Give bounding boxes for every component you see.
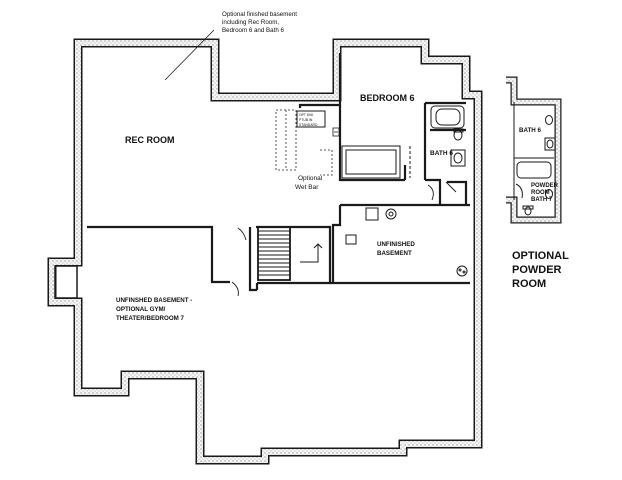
annotation-line2: including Rec Room, — [222, 19, 279, 26]
door-swing — [231, 281, 239, 297]
appliance-note-line3: STANDARD — [299, 123, 318, 127]
interior-walls — [87, 53, 470, 292]
annotation-line1: Optional finished basement — [222, 11, 297, 18]
appliance-note-line1: OPT 8X8 — [299, 113, 313, 117]
wet-bar-cabinets — [275, 109, 333, 176]
powder-label-3: BATH 7 — [531, 197, 553, 203]
appliance-note-line2: PTUB IN — [299, 118, 313, 122]
optional-powder-title-1: OPTIONAL — [512, 250, 569, 262]
bed-icon — [341, 145, 401, 179]
bath6-fixtures — [430, 105, 466, 167]
label-wet-bar-2: Wet Bar — [295, 184, 319, 191]
sink-icon — [332, 127, 340, 137]
door-swing — [445, 181, 457, 193]
powder-inset-fixtures — [513, 102, 556, 216]
label-rec-room: REC ROOM — [125, 135, 175, 145]
label-bedroom-6: BEDROOM 6 — [360, 93, 415, 103]
window-well — [54, 265, 78, 299]
optional-powder-title-3: ROOM — [512, 278, 546, 290]
powder-inset-wall-fill — [506, 77, 561, 223]
appliance-box — [296, 110, 326, 128]
label-bath-6: BATH 6 — [430, 150, 453, 157]
powder-label-bath6: BATH 6 — [519, 127, 541, 134]
label-unfinished-2: BASEMENT — [377, 250, 412, 257]
foundation-wall-fill — [49, 40, 481, 463]
label-unfinished-1: UNFINISHED — [377, 241, 415, 248]
label-gym-3: THEATER/BEDROOM 7 — [116, 315, 185, 322]
optional-powder-title-2: POWDER — [512, 264, 562, 276]
annotation-leader — [164, 29, 215, 81]
door-swing — [237, 227, 247, 241]
annotation-line3: Bedroom 6 and Bath 6 — [222, 27, 284, 34]
stairs — [257, 226, 323, 281]
label-gym-1: UNFINSHED BASEMENT - — [116, 297, 192, 304]
label-gym-2: OPTIONAL GYM/ — [116, 306, 166, 313]
bath6-door-swing — [427, 184, 434, 201]
powder-label-1: POWDER — [531, 183, 559, 189]
powder-label-2: ROOM - — [531, 190, 553, 196]
mechanical-equipment — [345, 207, 468, 277]
label-wet-bar-1: Optional — [298, 175, 323, 182]
